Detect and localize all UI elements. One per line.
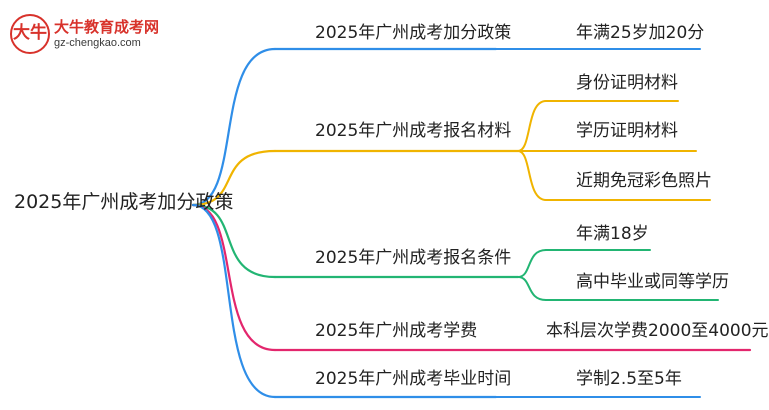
leaf-connector (517, 276, 547, 301)
leaf-connector (517, 100, 547, 152)
logo-title: 大牛教育成考网 (54, 18, 160, 36)
branch-connector (191, 203, 277, 352)
mindmap-connectors (191, 47, 752, 399)
leaf-node: 本科层次学费2000至4000元 (546, 321, 769, 341)
leaf-node: 身份证明材料 (576, 73, 678, 93)
leaf-connector (517, 150, 547, 201)
leaf-connector (517, 249, 547, 278)
branch-node-graduation: 2025年广州成考毕业时间 (315, 369, 512, 389)
leaf-node: 年满18岁 (576, 224, 649, 244)
logo-mark: 大牛 (13, 23, 47, 43)
branch-connector (191, 203, 277, 279)
branch-node-tuition: 2025年广州成考学费 (315, 321, 478, 341)
branch-connector (191, 203, 277, 399)
leaf-node: 近期免冠彩色照片 (576, 171, 712, 191)
branch-connector (191, 47, 277, 207)
leaf-node: 学历证明材料 (576, 121, 678, 141)
leaf-node: 学制2.5至5年 (576, 369, 682, 389)
site-logo: 大牛 大牛教育成考网 gz-chengkao.com (10, 12, 185, 56)
root-node: 2025年广州成考加分政策 (14, 191, 234, 213)
branch-node-bonus-policy: 2025年广州成考加分政策 (315, 23, 512, 43)
branch-connector (191, 149, 277, 207)
leaf-node: 年满25岁加20分 (576, 23, 705, 43)
branch-node-materials: 2025年广州成考报名材料 (315, 121, 512, 141)
leaf-node: 高中毕业或同等学历 (576, 272, 729, 292)
branch-node-conditions: 2025年广州成考报名条件 (315, 248, 512, 268)
logo-url: gz-chengkao.com (54, 37, 141, 49)
logo-icon (10, 14, 50, 54)
